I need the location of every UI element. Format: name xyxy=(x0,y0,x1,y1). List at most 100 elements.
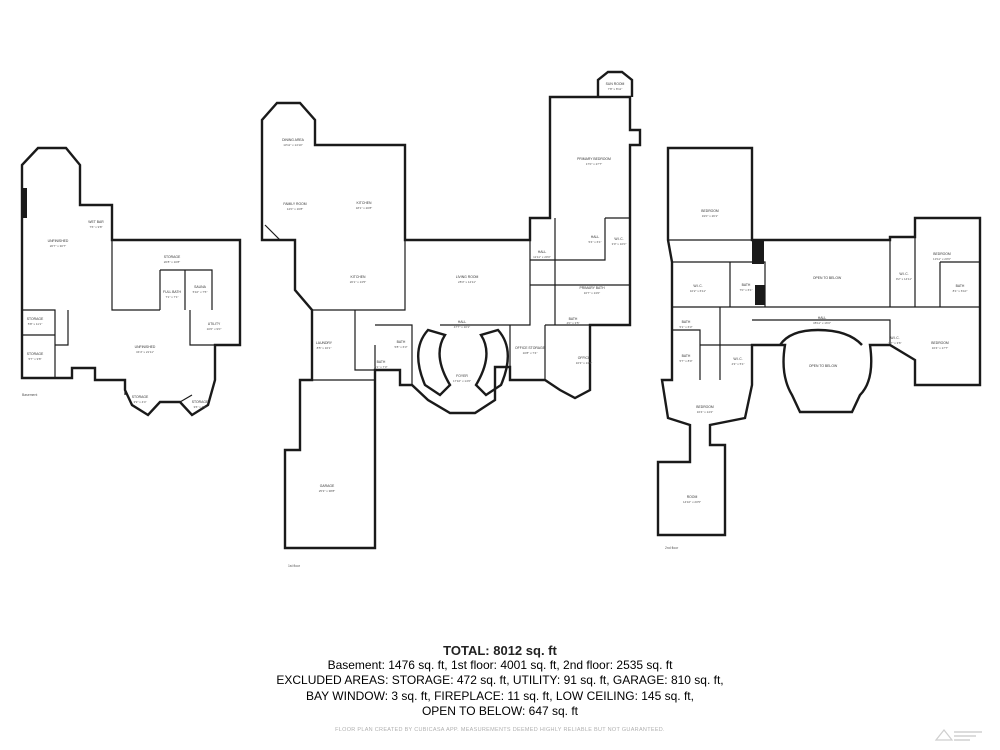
floor-label-basement: Basement xyxy=(22,393,37,397)
room-dim-storage-2: 5'8" x 11'1" xyxy=(28,322,43,326)
room-dim-storage-5: 3'6" x 4'4" xyxy=(193,405,206,409)
room-name-kitchen: KITCHEN xyxy=(357,201,372,205)
room-dim-office-storage: 10'8" x 7'4" xyxy=(523,351,538,355)
room-dim-full-bath: 7'1" x 7'1" xyxy=(165,295,178,299)
room-dim-room: 14'10" x 20'5" xyxy=(683,500,701,504)
room-name-open-below-2: OPEN TO BELOW xyxy=(809,364,838,368)
room-dim-bath-1: 5'8" x 6'3" xyxy=(394,345,407,349)
room-name-primary-bedroom: PRIMARY BEDROOM xyxy=(577,157,611,161)
room-dim-bedroom-1: 19'0" x 26'1" xyxy=(702,214,718,218)
room-dim-family-room: 14'0" x 16'8" xyxy=(287,207,303,211)
room-name-room: ROOM xyxy=(687,495,698,499)
room-name-storage-4: STORAGE xyxy=(132,395,149,399)
room-dim-bedroom-3: 16'4" x 17'7" xyxy=(932,346,948,350)
room-name-unfinished-2: UNFINISHED xyxy=(135,345,156,349)
room-dim-hall-2: 5'4" x 6'1" xyxy=(588,240,601,244)
room-name-unfinished-1: UNFINISHED xyxy=(48,239,69,243)
room-dim-bath-small: 4'0" x 3'5" xyxy=(566,321,579,325)
room-dim-garage: 25'3" x 38'8" xyxy=(319,489,335,493)
room-name-bedroom-4: BEDROOM xyxy=(696,405,714,409)
room-dim-sun-room: 7'8" x 8'11" xyxy=(608,87,623,91)
room-name-dining-area: DINING AREA xyxy=(282,138,305,142)
room-name-bath-6: BATH xyxy=(682,354,691,358)
room-dim-storage-4: 3'9" x 4'4" xyxy=(133,400,146,404)
room-name-wic-3: W.I.C. xyxy=(899,272,908,276)
room-name-primary-bath: PRIMARY BATH xyxy=(579,286,605,290)
room-name-storage-3: STORAGE xyxy=(27,352,44,356)
room-name-bedroom-1: BEDROOM xyxy=(701,209,719,213)
room-name-office: OFFICE xyxy=(578,356,591,360)
room-name-storage-5: STORAGE xyxy=(192,400,209,404)
room-dim-bath-2: 5'1" x 7'3" xyxy=(374,365,387,369)
room-name-full-bath: FULL BATH xyxy=(163,290,181,294)
room-name-wet-bar: WET BAR xyxy=(88,220,104,224)
room-dim-primary-bath: 16'7" x 13'0" xyxy=(584,291,600,295)
room-dim-primary-bedroom: 17'0" x 27'7" xyxy=(586,162,602,166)
second-floor-plan: BEDROOM 19'0" x 26'1" W.I.C. 10'2" x 6'1… xyxy=(656,146,982,550)
area-breakdown: Basement: 1476 sq. ft, 1st floor: 4001 s… xyxy=(0,658,1000,720)
room-dim-wic-5: 9'7" x 3'6" xyxy=(888,341,901,345)
room-dim-bedroom-2: 13'11" x 20'6" xyxy=(933,257,951,261)
room-name-sauna: SAUNA xyxy=(194,285,206,289)
floor-label-first: 1st floor xyxy=(288,564,301,568)
room-dim-bath-5: 5'1" x 6'3" xyxy=(679,325,692,329)
room-dim-wet-bar: 7'6" x 9'8" xyxy=(89,225,102,229)
room-name-laundry: LAUNDRY xyxy=(316,341,333,345)
room-name-family-room: FAMILY ROOM xyxy=(283,202,306,206)
room-dim-wic-3: 9'2" x 14'11" xyxy=(896,277,912,281)
room-dim-kitchen-2: 20'1" x 13'5" xyxy=(350,280,366,284)
brokerage-logo-icon xyxy=(934,729,982,741)
room-dim-kitchen: 18'1" x 20'8" xyxy=(356,206,372,210)
room-name-bath-4: BATH xyxy=(956,284,965,288)
room-dim-bath-4: 8'1" x 6'10" xyxy=(953,289,968,293)
room-name-utility: UTILITY xyxy=(208,322,221,326)
room-name-living-room: LIVING ROOM xyxy=(456,275,479,279)
room-dim-dining-area: 13'11" x 14'10" xyxy=(283,143,303,147)
room-name-hall-1: HALL xyxy=(538,250,547,254)
room-name-office-storage: OFFICE STORAGE xyxy=(515,346,546,350)
room-dim-wic-4: 4'3" x 5'1" xyxy=(731,362,744,366)
floor-label-second: 2nd floor xyxy=(665,546,679,550)
room-name-bath-2: BATH xyxy=(377,360,386,364)
room-dim-storage-1: 20'8" x 10'8" xyxy=(164,260,180,264)
room-name-bath-1: BATH xyxy=(397,340,406,344)
room-name-hall-2: HALL xyxy=(591,235,600,239)
room-name-storage-2: STORAGE xyxy=(27,317,44,321)
area-breakdown-line: OPEN TO BELOW: 647 sq. ft xyxy=(421,704,579,719)
room-dim-laundry: 8'5" x 16'1" xyxy=(317,346,332,350)
room-name-sun-room: SUN ROOM xyxy=(606,82,625,86)
area-breakdown-line: BAY WINDOW: 3 sq. ft, FIREPLACE: 11 sq. … xyxy=(306,688,694,703)
room-dim-hall-1: 11'11" x 20'0" xyxy=(533,255,551,259)
room-name-hall-4: HALL xyxy=(818,316,827,320)
room-name-bedroom-2: BEDROOM xyxy=(933,252,951,256)
room-name-garage: GARAGE xyxy=(320,484,335,488)
room-name-bedroom-3: BEDROOM xyxy=(931,341,949,345)
room-dim-bath-6: 5'7" x 8'0" xyxy=(679,359,692,363)
room-dim-utility: 10'0" x 9'0" xyxy=(207,327,222,331)
room-dim-wic-1: 3'0" x 10'0" xyxy=(612,242,627,246)
room-name-open-below-1: OPEN TO BELOW xyxy=(813,276,842,280)
room-dim-storage-3: 5'7" x 9'8" xyxy=(28,357,41,361)
room-dim-office: 16'3" x 13'5" xyxy=(576,361,592,365)
room-name-bath-5: BATH xyxy=(682,320,691,324)
room-name-bath-3: BATH xyxy=(742,283,751,287)
basement-plan: WET BAR 7'6" x 9'8" UNFINISHED 20'7" x 3… xyxy=(20,146,242,417)
room-name-foyer: FOYER xyxy=(456,374,468,378)
room-dim-hall-3: 47'7" x 10'1" xyxy=(454,325,470,329)
room-name-storage-1: STORAGE xyxy=(164,255,181,259)
room-dim-bath-3: 7'0" x 6'1" xyxy=(739,288,752,292)
room-dim-unfinished-1: 20'7" x 30'7" xyxy=(50,244,66,248)
room-name-hall-3: HALL xyxy=(458,320,467,324)
total-area-title: TOTAL: 8012 sq. ft xyxy=(443,643,557,658)
room-name-kitchen-2: KITCHEN xyxy=(351,275,366,279)
room-dim-hall-4: 38'11" x 16'0" xyxy=(813,321,831,325)
disclaimer-text: FLOOR PLAN CREATED BY CUBICASA APP. MEAS… xyxy=(335,727,665,733)
room-dim-sauna: 5'10" x 7'5" xyxy=(193,290,208,294)
area-breakdown-line: Basement: 1476 sq. ft, 1st floor: 4001 s… xyxy=(327,658,673,672)
first-floor-plan: DINING AREA 13'11" x 14'10" FAMILY ROOM … xyxy=(260,70,642,568)
room-name-bath-small: BATH xyxy=(569,317,578,321)
area-breakdown-line: EXCLUDED AREAS: STORAGE: 472 sq. ft, UTI… xyxy=(276,673,724,688)
room-name-wic-5: W.I.C. xyxy=(890,336,899,340)
room-dim-bedroom-4: 16'4" x 14'2" xyxy=(697,410,713,414)
